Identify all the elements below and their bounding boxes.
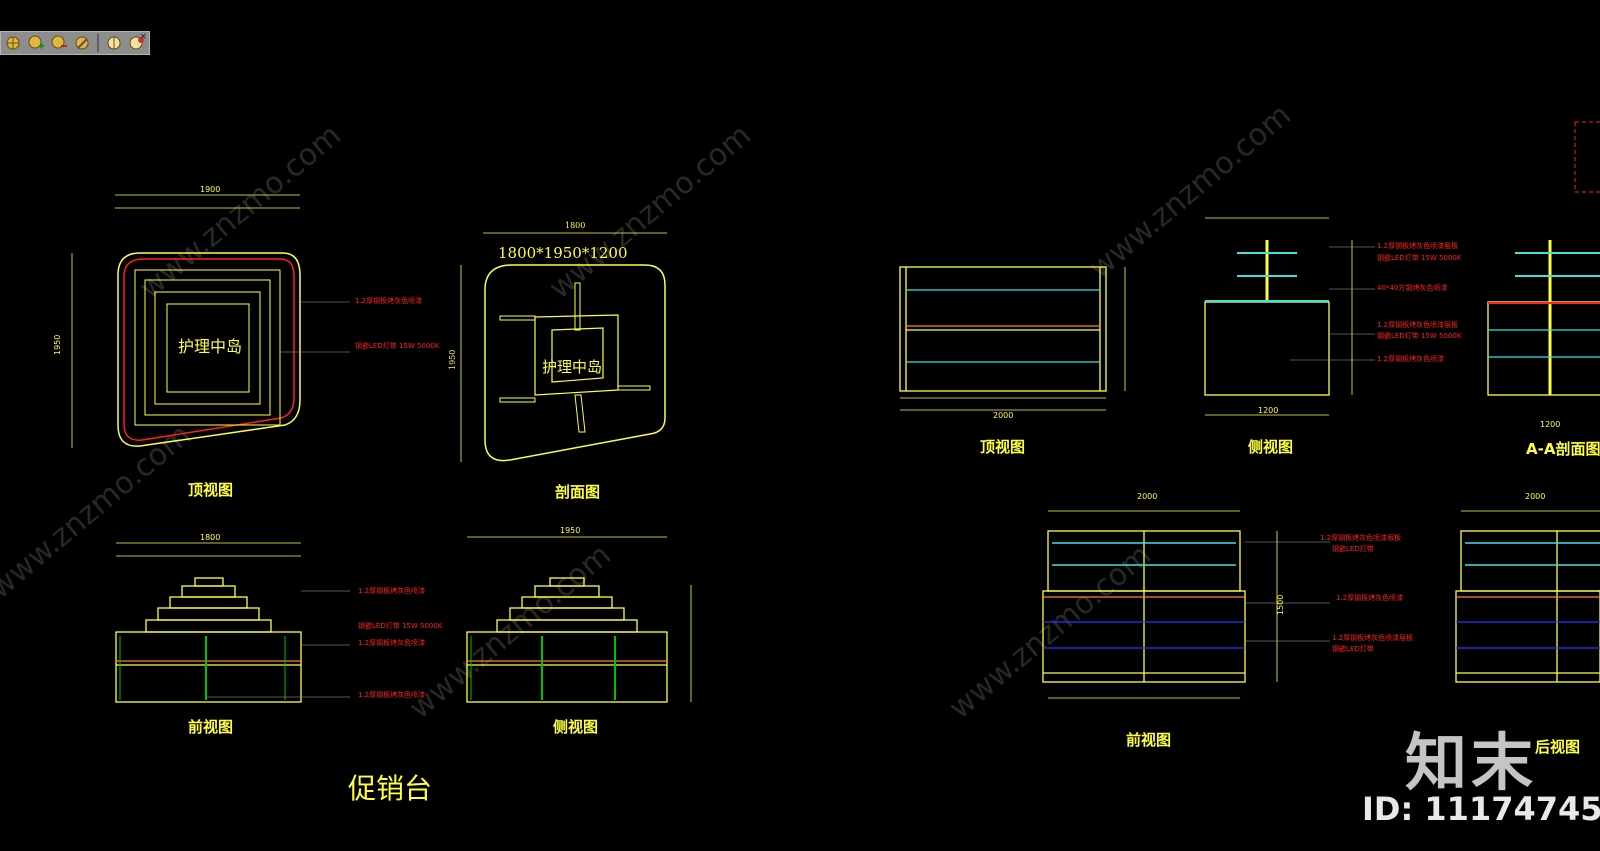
left-front-view-text: 1800 1.2厚钢板烤灰色喷漆 钢嵌LED灯带 15W 5000K 1.2厚钢… [188, 533, 443, 805]
toolbar: × [0, 31, 150, 55]
right-side-view-text: 1.2厚钢板烤灰色喷漆层板 钢嵌LED灯带 15W 5000K 40*40方钢烤… [1248, 241, 1462, 456]
note: 钢嵌LED灯带 [1332, 644, 1374, 653]
dim-side-total: 1500 [1276, 595, 1285, 615]
view-label: 前视图 [188, 718, 233, 736]
note: 40*40方钢烤灰色喷漆 [1377, 283, 1447, 292]
right-back-view [1455, 510, 1600, 683]
right-top-view-text: 2000 顶视图 [980, 411, 1025, 456]
dim-total: 1200 [1540, 420, 1560, 429]
sphere-light-icon[interactable] [104, 33, 124, 53]
note: 钢嵌LED灯带 15W 5000K [355, 341, 440, 350]
note: 1.2厚钢板烤灰色喷漆 [1336, 593, 1403, 602]
section-outline [484, 264, 666, 462]
drawing-title: 促销台 [348, 772, 432, 805]
view-label: 侧视图 [1248, 438, 1293, 456]
dim-bottom: 1200 [1258, 406, 1278, 415]
island-label: 护理中岛 [542, 358, 602, 376]
note: 1.2厚钢板烤灰色喷漆层板 [1320, 533, 1401, 542]
view-label: A-A剖面图 [1526, 440, 1600, 458]
watermark-text: www.znzmo.com [543, 118, 758, 307]
toolbar-close-icon[interactable]: × [139, 32, 147, 42]
right-aa-section-text: 1200 A-A剖面图 [1526, 420, 1600, 458]
note: 1.2厚钢板烤灰色喷漆 [1377, 354, 1444, 363]
dim-total: 1950 [560, 526, 580, 535]
sphere-icon[interactable] [3, 33, 23, 53]
right-front-view [1042, 510, 1330, 699]
sphere-remove-icon[interactable] [49, 33, 69, 53]
right-top-view [899, 266, 1126, 411]
dim-total: 2000 [1137, 492, 1157, 501]
left-side-view [466, 536, 692, 703]
dim-side: 1950 [53, 335, 62, 355]
note: 钢嵌LED灯带 15W 5000K [1377, 253, 1462, 262]
note: 1.2厚钢板烤灰色喷漆层板 [1332, 633, 1413, 642]
note: 1.2厚钢板烤灰色喷漆 [358, 690, 425, 699]
note: 1.2厚钢板烤灰色喷漆层板 [1377, 320, 1458, 329]
watermark-text: www.znzmo.com [133, 118, 348, 307]
left-section-view [460, 232, 667, 462]
note: 1.2厚钢板烤灰色喷漆 [358, 638, 425, 647]
note: 钢嵌LED灯带 15W 5000K [1377, 331, 1462, 340]
left-side-view-text: 1950 侧视图 [553, 526, 598, 736]
right-aa-section [1487, 121, 1600, 396]
view-label: 顶视图 [188, 481, 233, 499]
size-text: 1800*1950*1200 [498, 244, 628, 262]
left-top-view-text: 1900 1950 护理中岛 1.2厚钢板烤灰色喷漆 钢嵌LED灯带 15W 5… [53, 185, 440, 499]
view-label: 后视图 [1535, 738, 1580, 756]
view-label: 剖面图 [555, 483, 600, 501]
sphere-delete-icon[interactable] [127, 33, 147, 53]
watermark-text: www.znzmo.com [0, 418, 198, 607]
island-outline [117, 252, 301, 447]
note: 钢嵌LED灯带 15W 5000K [358, 621, 443, 630]
view-label: 前视图 [1126, 731, 1171, 749]
right-front-view-text: 2000 1500 1.2厚钢板烤灰色喷漆层板 钢嵌LED灯带 1.2厚钢板烤灰… [1126, 492, 1413, 749]
dim-side: 1950 [448, 350, 457, 370]
note: 1.2厚钢板烤灰色喷漆 [358, 586, 425, 595]
sphere-edit-icon[interactable] [72, 33, 92, 53]
dim-total: 1900 [200, 185, 220, 194]
dim-total: 1800 [200, 533, 220, 542]
island-label: 护理中岛 [178, 337, 242, 356]
note: 钢嵌LED灯带 [1332, 544, 1374, 553]
left-front-view [115, 542, 350, 703]
island-outline-red [123, 258, 295, 441]
dim-total: 2000 [1525, 492, 1545, 501]
left-section-view-text: 1800*1950*1200 1800 1950 护理中岛 剖面图 [448, 221, 628, 501]
view-label: 顶视图 [980, 438, 1025, 456]
asset-id: ID: 1117474591 [1362, 790, 1600, 828]
right-back-view-text: 2000 后视图 [1525, 492, 1580, 756]
dim-top: 1800 [565, 221, 585, 230]
note: 1.2厚钢板烤灰色喷漆层板 [1377, 241, 1458, 250]
right-side-view [1204, 217, 1375, 416]
left-top-view [71, 194, 350, 448]
dim-total: 2000 [993, 411, 1013, 420]
toolbar-separator [97, 34, 99, 52]
note: 1.2厚钢板烤灰色喷漆 [355, 296, 422, 305]
view-label: 侧视图 [553, 718, 598, 736]
site-logo: 知末 [1405, 726, 1538, 799]
sphere-add-icon[interactable] [26, 33, 46, 53]
